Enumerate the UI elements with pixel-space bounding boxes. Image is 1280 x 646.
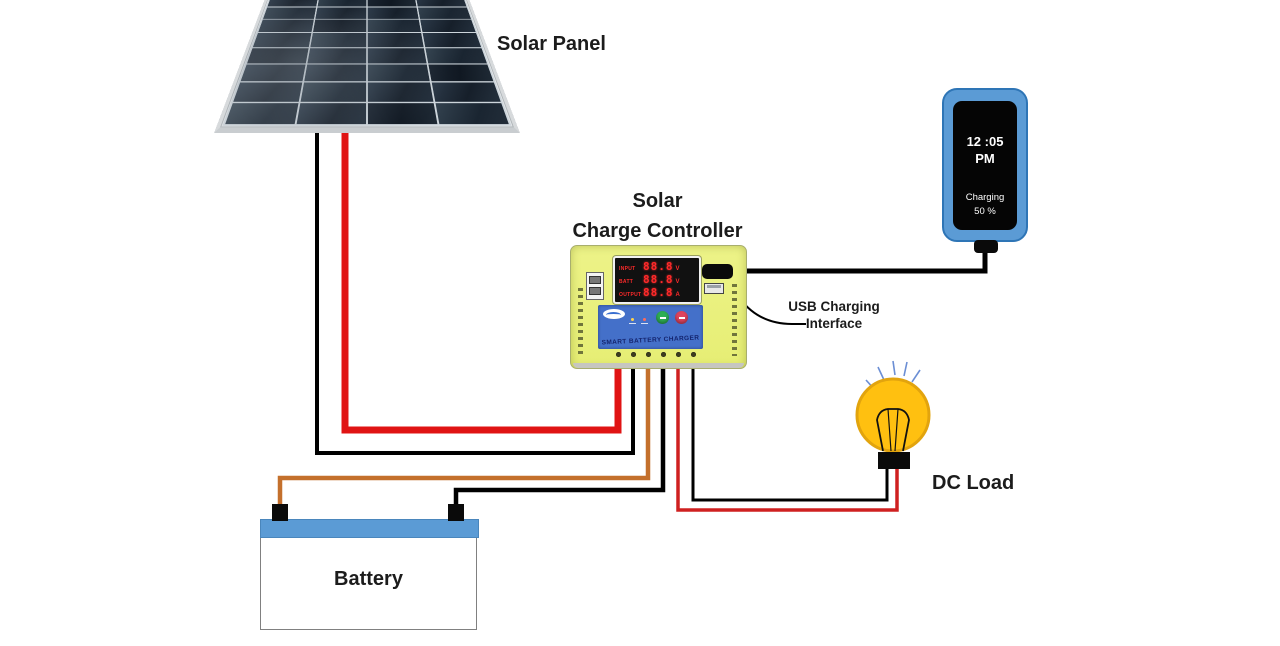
phone-meridiem: PM bbox=[975, 151, 995, 166]
smartphone: 12 :05 PM Charging 50 % bbox=[942, 88, 1028, 242]
menu-button bbox=[656, 311, 669, 324]
load-negative-wire bbox=[691, 360, 889, 502]
battery-label: Battery bbox=[334, 568, 403, 590]
fault-indicator-led bbox=[643, 318, 646, 321]
phone-screen: 12 :05 PM Charging 50 % bbox=[953, 101, 1017, 230]
battery-negative-wire bbox=[453, 360, 666, 510]
solar-panel-frame bbox=[214, 0, 520, 133]
phone-charging-cable bbox=[730, 246, 988, 274]
solar-panel-label: Solar Panel bbox=[497, 33, 606, 55]
bulb-socket bbox=[878, 452, 910, 469]
usb-label-line2: Interface bbox=[805, 316, 863, 331]
display-row-input: INPUT 88.8 V bbox=[619, 260, 695, 273]
terminal-screws bbox=[616, 352, 696, 357]
led-display: INPUT 88.8 V BATT 88.8 V OUTPUT 88.8 A bbox=[613, 256, 701, 304]
phone-charging-status: Charging bbox=[965, 192, 1005, 203]
pv-positive-wire bbox=[341, 126, 622, 434]
vent-grille-left bbox=[578, 288, 583, 354]
phone-clock: 12 :05 bbox=[966, 134, 1004, 149]
usb-interface-label: USB Charging Interface bbox=[778, 298, 890, 332]
solar-panel-reflection bbox=[220, 0, 514, 128]
vent-grille-right bbox=[732, 284, 737, 356]
battery-terminal-negative bbox=[448, 504, 464, 521]
bulb-filament-inner bbox=[887, 408, 899, 452]
display-value: 88.8 bbox=[643, 260, 674, 273]
charge-indicator-led bbox=[631, 318, 634, 321]
battery: Battery bbox=[259, 518, 479, 630]
usb-output-ports bbox=[586, 272, 604, 300]
display-label: INPUT bbox=[619, 266, 636, 272]
battery-terminal-positive bbox=[272, 504, 288, 521]
dc-load-label: DC Load bbox=[932, 472, 1015, 494]
bulb-filament bbox=[876, 408, 910, 452]
brand-logo bbox=[603, 309, 625, 319]
charge-controller: INPUT 88.8 V BATT 88.8 V OUTPUT 88.8 A bbox=[570, 245, 747, 369]
display-row-output: OUTPUT 88.8 A bbox=[619, 286, 695, 299]
controller-base-strip bbox=[573, 363, 744, 368]
solar-panel-image bbox=[214, 0, 520, 133]
light-bulb bbox=[855, 360, 931, 453]
controller-banner-text: SMART BATTERY CHARGER bbox=[601, 334, 700, 347]
display-label: OUTPUT bbox=[619, 292, 642, 298]
display-unit: V bbox=[675, 266, 680, 272]
battery-positive-wire bbox=[277, 360, 651, 510]
display-unit: A bbox=[675, 292, 680, 298]
phone-charge-percent: 50 % bbox=[974, 206, 996, 217]
led-caption-mark bbox=[629, 323, 636, 324]
usb-charging-port bbox=[704, 283, 724, 294]
bulb-glass bbox=[855, 377, 931, 453]
usb-label-line1: USB Charging bbox=[788, 299, 880, 314]
pv-negative-wire bbox=[315, 124, 635, 455]
controller-title-line2: Charge Controller bbox=[572, 220, 743, 242]
controller-front-panel: SMART BATTERY CHARGER bbox=[598, 305, 703, 349]
usb-cable-plug bbox=[702, 264, 733, 279]
display-row-battery: BATT 88.8 V bbox=[619, 273, 695, 286]
set-button bbox=[675, 311, 688, 324]
display-value: 88.8 bbox=[643, 286, 674, 299]
display-label: BATT bbox=[619, 279, 634, 285]
battery-top-strip bbox=[259, 518, 479, 538]
controller-title-line1: Solar bbox=[632, 190, 683, 212]
controller-title: Solar Charge Controller bbox=[540, 186, 775, 246]
led-caption-mark bbox=[641, 323, 648, 324]
display-value: 88.8 bbox=[643, 273, 674, 286]
phone-connector bbox=[974, 240, 998, 253]
load-positive-wire bbox=[676, 360, 899, 512]
display-unit: V bbox=[675, 279, 680, 285]
